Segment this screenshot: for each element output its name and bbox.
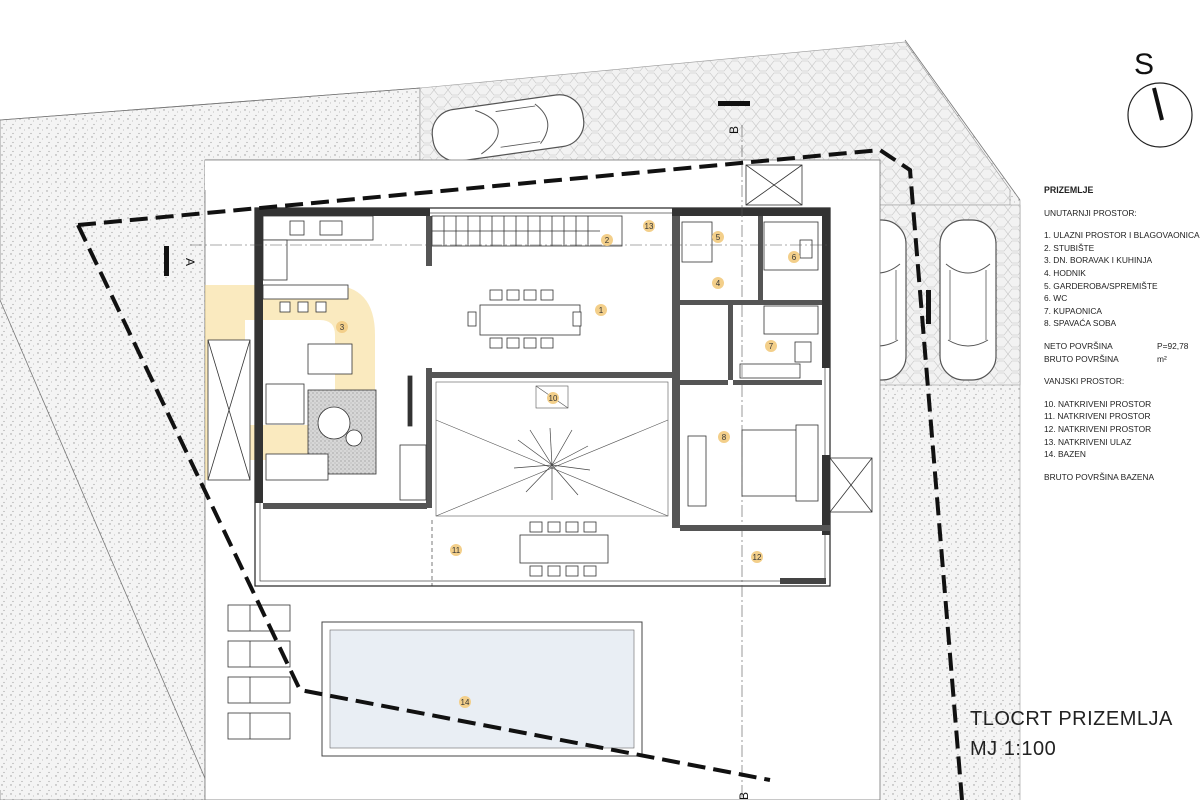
room-marker-2: 2 bbox=[601, 234, 613, 246]
legend-exterior-heading: VANJSKI PROSTOR: bbox=[1044, 376, 1125, 387]
legend-item: 13. NATKRIVENI ULAZ bbox=[1044, 436, 1132, 447]
pool bbox=[321, 621, 643, 757]
legend-net-area: NETO POVRŠINA P=92,78 m² bbox=[1044, 340, 1200, 364]
stairs bbox=[431, 215, 623, 247]
room-marker-7: 7 bbox=[765, 340, 777, 352]
drawing-scale: MJ 1:100 bbox=[970, 738, 1057, 760]
legend-item: 10. NATKRIVENI PROSTOR bbox=[1044, 398, 1152, 409]
section-label-b-top: B bbox=[727, 126, 741, 134]
room-marker-11: 11 bbox=[450, 544, 462, 556]
room-marker-14: 14 bbox=[459, 696, 471, 708]
legend-item: 2. STUBIŠTE bbox=[1044, 242, 1095, 253]
legend-item: 7. KUPAONICA bbox=[1044, 305, 1103, 316]
room-marker-6: 6 bbox=[788, 251, 800, 263]
room-marker-12: 12 bbox=[751, 551, 763, 563]
drawing-title-line1: TLOCRT PRIZEMLJA bbox=[970, 708, 1173, 730]
bathroom-fixtures bbox=[681, 221, 819, 379]
room-marker-8: 8 bbox=[718, 431, 730, 443]
room-marker-1: 1 bbox=[595, 304, 607, 316]
legend-item: 11. NATKRIVENI PROSTOR bbox=[1044, 411, 1151, 422]
legend-interior-heading: UNUTARNJI PROSTOR: bbox=[1044, 207, 1137, 218]
svg-text:14: 14 bbox=[461, 698, 470, 707]
living-furniture bbox=[265, 343, 427, 501]
legend-heading: PRIZEMLJE bbox=[1044, 185, 1094, 195]
plot-boundary bbox=[77, 147, 964, 800]
net-area-label: NETO POVRŠINA bbox=[1044, 340, 1113, 351]
room-legend: PRIZEMLJE UNUTARNJI PROSTOR: 1. ULAZNI P… bbox=[1044, 184, 1200, 483]
legend-item: 8. SPAVAĆA SOBA bbox=[1044, 318, 1117, 329]
legend-item: 6. WC bbox=[1044, 293, 1068, 304]
net-area-value: P=92,78 m² bbox=[1157, 340, 1189, 364]
palm-plant bbox=[513, 427, 591, 500]
legend-item: 1. ULAZNI PROSTOR I BLAGOVAONICA bbox=[1044, 230, 1200, 241]
skylights bbox=[207, 164, 873, 513]
svg-text:4: 4 bbox=[716, 279, 721, 288]
legend-item: 3. DN. BORAVAK I KUHINJA bbox=[1044, 255, 1153, 266]
gravel-terrain-right-strip bbox=[880, 385, 1020, 800]
car-right-2 bbox=[939, 219, 997, 381]
legend-item: 5. GARDEROBA/SPREMIŠTE bbox=[1044, 280, 1158, 291]
room-marker-13: 13 bbox=[643, 220, 655, 232]
svg-text:11: 11 bbox=[452, 546, 461, 555]
dining-table-1 bbox=[467, 289, 582, 349]
room-markers: 1 2 3 4 5 6 7 8 10 11 12 13 14 bbox=[336, 220, 800, 708]
svg-text:2: 2 bbox=[605, 236, 610, 245]
svg-text:6: 6 bbox=[792, 253, 797, 262]
legend-item: 12. NATKRIVENI PROSTOR bbox=[1044, 423, 1152, 434]
svg-text:5: 5 bbox=[716, 233, 721, 242]
drawing-title: TLOCRT PRIZEMLJA MJ 1:100 bbox=[970, 704, 1173, 764]
plot-boundary-left bbox=[76, 224, 771, 782]
house-walls bbox=[254, 207, 831, 587]
svg-text:12: 12 bbox=[753, 553, 762, 562]
compass-letter: S bbox=[1134, 48, 1155, 81]
legend-item: 14. BAZEN bbox=[1044, 449, 1086, 460]
covered-patio bbox=[435, 381, 669, 517]
sunbeds bbox=[227, 604, 291, 740]
legend-item: 4. HODNIK bbox=[1044, 267, 1086, 278]
dining-table-2 bbox=[519, 521, 609, 577]
kitchen bbox=[262, 215, 374, 313]
room-marker-3: 3 bbox=[336, 321, 348, 333]
room-marker-5: 5 bbox=[712, 231, 724, 243]
room-marker-10: 10 bbox=[547, 392, 559, 404]
gross-area-label: BRUTO POVRŠINA bbox=[1044, 353, 1119, 364]
bed bbox=[687, 424, 819, 507]
svg-text:13: 13 bbox=[645, 222, 654, 231]
svg-text:8: 8 bbox=[722, 433, 727, 442]
section-label-b-bottom: B bbox=[737, 792, 751, 800]
svg-text:1: 1 bbox=[599, 306, 604, 315]
section-label-a: A bbox=[183, 258, 197, 266]
gravel-terrain-left-wedge bbox=[0, 300, 205, 790]
svg-text:3: 3 bbox=[340, 323, 345, 332]
svg-text:7: 7 bbox=[769, 342, 774, 351]
car-top bbox=[431, 94, 585, 162]
north-compass-icon bbox=[1127, 82, 1193, 148]
svg-text:10: 10 bbox=[549, 394, 558, 403]
pool-area-label: BRUTO POVRŠINA BAZENA bbox=[1044, 471, 1155, 482]
grille-right bbox=[780, 578, 826, 584]
room-marker-4: 4 bbox=[712, 277, 724, 289]
